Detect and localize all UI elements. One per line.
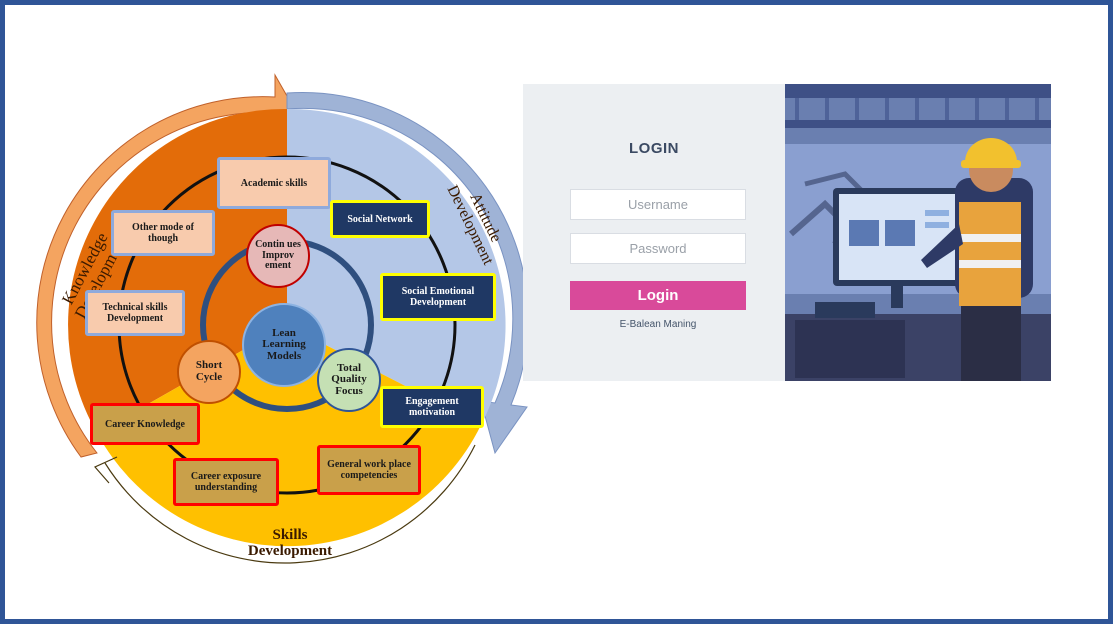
password-field[interactable]: Password: [570, 233, 746, 264]
lean-learning-models-center: Lean Learning Models: [242, 303, 326, 387]
skills-development-label: Skills Development: [247, 527, 333, 559]
technical-skills-box: Technical skills Development: [85, 290, 185, 336]
skills-arrowhead: [94, 456, 118, 484]
engagement-motivation-box: Engagement motivation: [380, 386, 484, 428]
factory-illustration: [785, 84, 1051, 381]
attitude-arrow: [286, 92, 529, 455]
short-cycle-circle: Short Cycle: [177, 340, 241, 404]
login-form-panel: LOGIN Username Password Login E-Balean M…: [523, 84, 785, 381]
continues-improvement-circle: Contin ues Improv ement: [246, 224, 310, 288]
attitude-sector: [287, 108, 506, 425]
social-network-box: Social Network: [330, 200, 430, 238]
skills-arrow: [104, 444, 476, 564]
total-quality-focus-circle: Total Quality Focus: [317, 348, 381, 412]
login-caption: E-Balean Maning: [619, 319, 697, 330]
social-emotional-development-box: Social Emotional Development: [380, 273, 496, 321]
career-knowledge-box: Career Knowledge: [90, 403, 200, 445]
login-screenshot: LOGIN Username Password Login E-Balean M…: [523, 84, 1051, 381]
general-work-place-box: General work place competencies: [317, 445, 421, 495]
engineer-illustration: [785, 84, 1051, 381]
career-exposure-box: Career exposure understanding: [173, 458, 279, 506]
login-title: LOGIN: [629, 140, 679, 157]
other-mode-of-though-box: Other mode of though: [111, 210, 215, 256]
login-button[interactable]: Login: [570, 281, 746, 310]
username-field[interactable]: Username: [570, 189, 746, 220]
academic-skills-box: Academic skills: [217, 157, 331, 209]
